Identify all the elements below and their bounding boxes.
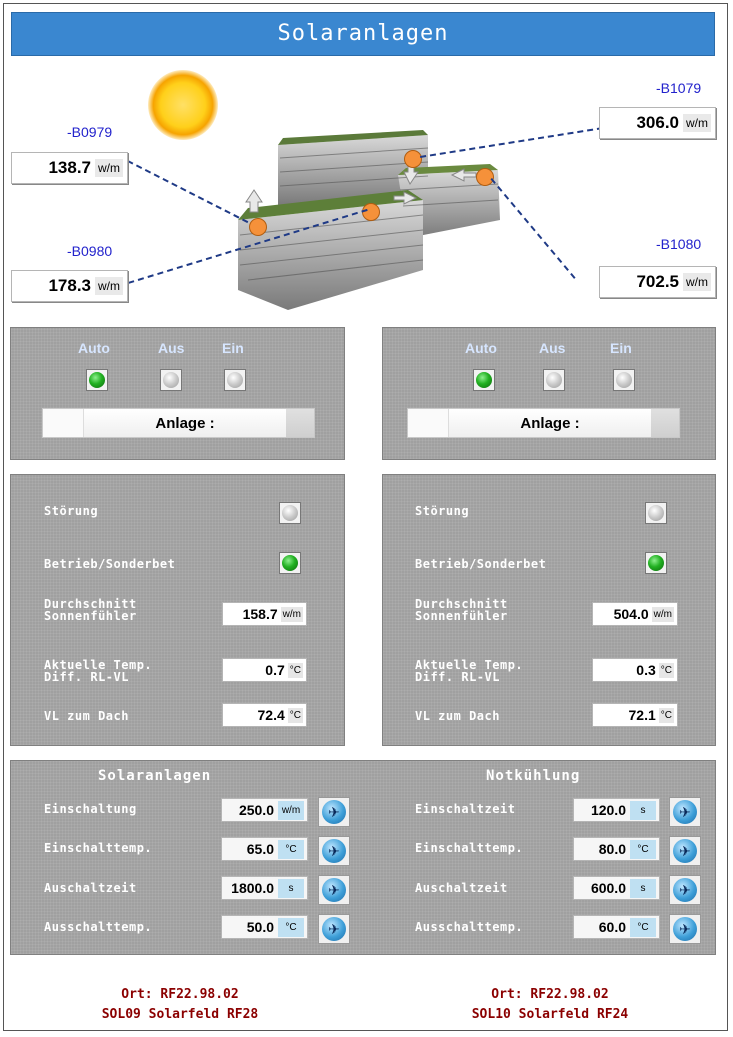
sensor-id-b0979: -B0979 xyxy=(67,124,113,140)
sensor-marker-b0980[interactable] xyxy=(362,203,380,221)
satellite-icon[interactable]: ✈ xyxy=(669,797,701,827)
temp-diff-label: Aktuelle Temp.Diff. RL-VL xyxy=(44,658,153,684)
satellite-icon[interactable]: ✈ xyxy=(318,836,350,866)
mode-label-aus: Aus xyxy=(539,340,566,356)
mode-label-auto: Auto xyxy=(465,340,497,356)
temp-diff-value: 0.7°C xyxy=(222,658,307,682)
mode-ein-lamp[interactable] xyxy=(613,369,635,391)
sensor-marker-b0979[interactable] xyxy=(249,218,267,236)
betrieb-lamp xyxy=(645,552,667,574)
setting-value-input[interactable]: 65.0°C xyxy=(221,837,308,861)
betrieb-label: Betrieb/Sonderbet xyxy=(415,557,547,571)
satellite-icon[interactable]: ✈ xyxy=(669,914,701,944)
temp-diff-value: 0.3°C xyxy=(592,658,678,682)
mode-label-auto: Auto xyxy=(78,340,110,356)
window-frame xyxy=(3,3,728,1031)
setting-label: Ausschalttemp. xyxy=(415,920,524,934)
mode-label-ein: Ein xyxy=(222,340,244,356)
stoerung-lamp xyxy=(645,502,667,524)
sensor-id-b1080: -B1080 xyxy=(656,236,702,252)
stoerung-lamp xyxy=(279,502,301,524)
sensor-marker-b1079[interactable] xyxy=(404,150,422,168)
mode-label-aus: Aus xyxy=(158,340,185,356)
mode-aus-lamp[interactable] xyxy=(543,369,565,391)
satellite-icon[interactable]: ✈ xyxy=(669,875,701,905)
betrieb-label: Betrieb/Sonderbet xyxy=(44,557,176,571)
satellite-icon[interactable]: ✈ xyxy=(669,836,701,866)
vl-dach-value: 72.4°C xyxy=(222,703,307,727)
mode-ein-lamp[interactable] xyxy=(224,369,246,391)
page-title: Solaranlagen xyxy=(11,12,715,56)
satellite-icon[interactable]: ✈ xyxy=(318,797,350,827)
setting-label: Auschaltzeit xyxy=(44,881,137,895)
setting-value-input[interactable]: 60.0°C xyxy=(573,915,660,939)
setting-label: Auschaltzeit xyxy=(415,881,508,895)
setting-label: Einschalttemp. xyxy=(415,841,524,855)
vl-dach-label: VL zum Dach xyxy=(415,709,500,723)
mode-label-ein: Ein xyxy=(610,340,632,356)
setting-label: Einschalttemp. xyxy=(44,841,153,855)
sun-icon xyxy=(148,70,218,140)
setting-value-input[interactable]: 50.0°C xyxy=(221,915,308,939)
satellite-icon[interactable]: ✈ xyxy=(318,875,350,905)
setting-value-input[interactable]: 80.0°C xyxy=(573,837,660,861)
sensor-id-b0980: -B0980 xyxy=(67,243,113,259)
stoerung-label: Störung xyxy=(44,504,99,518)
setting-label: Einschaltung xyxy=(44,802,137,816)
betrieb-lamp xyxy=(279,552,301,574)
mode-aus-lamp[interactable] xyxy=(160,369,182,391)
sensor-id-b1079: -B1079 xyxy=(656,80,702,96)
stoerung-label: Störung xyxy=(415,504,470,518)
settings-title-solaranlagen: Solaranlagen xyxy=(98,768,212,784)
anlage-button-left[interactable]: Anlage : xyxy=(42,408,315,438)
vl-dach-value: 72.1°C xyxy=(592,703,678,727)
anlage-button-right[interactable]: Anlage : xyxy=(407,408,680,438)
footer-location-left: Ort: RF22.98.02 SOL09 Solarfeld RF28 xyxy=(101,987,259,1022)
settings-title-notkuehlung: Notkühlung xyxy=(486,768,581,784)
setting-label: Ausschalttemp. xyxy=(44,920,153,934)
vl-dach-label: VL zum Dach xyxy=(44,709,129,723)
sensor-marker-b1080[interactable] xyxy=(476,168,494,186)
footer-location-right: Ort: RF22.98.02 SOL10 Solarfeld RF24 xyxy=(471,987,629,1022)
mode-auto-lamp[interactable] xyxy=(473,369,495,391)
setting-label: Einschaltzeit xyxy=(415,802,516,816)
satellite-icon[interactable]: ✈ xyxy=(318,914,350,944)
temp-diff-label: Aktuelle Temp.Diff. RL-VL xyxy=(415,658,524,684)
mode-auto-lamp[interactable] xyxy=(86,369,108,391)
